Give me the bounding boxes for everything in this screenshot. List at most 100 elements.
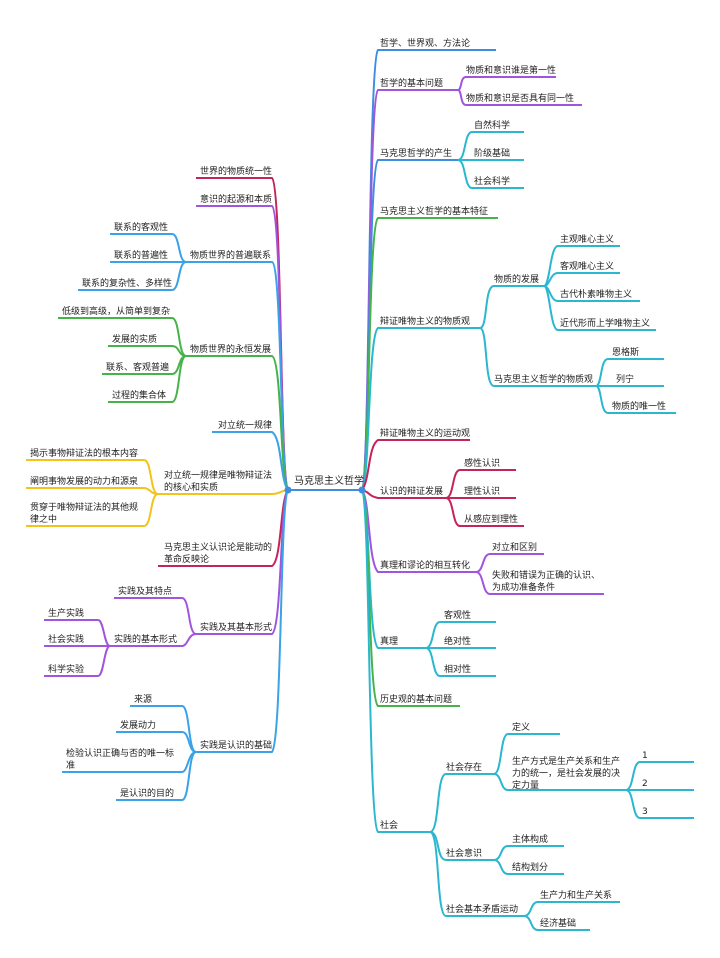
node-n8a[interactable]: 对立和区别 [492, 541, 537, 553]
node-n5a4[interactable]: 近代形而上学唯物主义 [560, 317, 650, 329]
node-n10[interactable]: 历史观的基本问题 [380, 693, 452, 705]
edge-n11c [429, 831, 524, 917]
edge-n11a2z [625, 789, 694, 819]
node-n11b[interactable]: 社会意识 [446, 847, 482, 859]
node-n2a[interactable]: 物质和意识谁是第一性 [466, 64, 556, 76]
node-n9b[interactable]: 绝对性 [444, 635, 471, 647]
node-n2[interactable]: 哲学的基本问题 [380, 77, 443, 89]
node-n9a[interactable]: 客观性 [444, 609, 471, 621]
node-n1[interactable]: 哲学、世界观、方法论 [380, 37, 470, 49]
node-m8b1[interactable]: 生产实践 [48, 607, 84, 619]
edge-n11a [429, 773, 494, 833]
node-n5a1[interactable]: 主观唯心主义 [560, 233, 614, 245]
node-n11a2z[interactable]: 3 [642, 807, 648, 817]
node-m6c-line1[interactable]: 贯穿于唯物辩证法的其他规 [30, 501, 138, 513]
node-n11a2-line3[interactable]: 定力量 [512, 779, 539, 791]
node-n8b-line1[interactable]: 失败和错误为正确的认识、 [492, 569, 600, 581]
node-m9d[interactable]: 是认识的目的 [120, 787, 174, 799]
node-n3b[interactable]: 阶级基础 [474, 147, 510, 159]
node-m8[interactable]: 实践及其基本形式 [200, 621, 272, 633]
node-m4[interactable]: 物质世界的永恒发展 [190, 343, 271, 355]
node-m1[interactable]: 世界的物质统一性 [200, 165, 272, 177]
edge-m8a [114, 597, 197, 635]
node-m4c[interactable]: 联系、客观普遍 [106, 361, 169, 373]
node-n6[interactable]: 辩证唯物主义的运动观 [380, 427, 470, 439]
edge-n11c2 [523, 915, 590, 931]
node-n5[interactable]: 辩证唯物主义的物质观 [380, 315, 470, 327]
node-n4[interactable]: 马克思主义哲学的基本特征 [380, 205, 488, 217]
node-n5a2[interactable]: 客观唯心主义 [560, 260, 614, 272]
node-n11a[interactable]: 社会存在 [446, 761, 482, 773]
edge-n8b [475, 571, 604, 595]
node-n11a2x[interactable]: 1 [642, 751, 648, 761]
node-n5a[interactable]: 物质的发展 [494, 273, 539, 285]
node-n11a2y[interactable]: 2 [642, 779, 648, 789]
node-n7b[interactable]: 理性认识 [464, 485, 500, 497]
node-m6a[interactable]: 揭示事物辩证法的根本内容 [30, 447, 138, 459]
node-n7c[interactable]: 从感应到理性 [464, 513, 518, 525]
node-n11b1[interactable]: 主体构成 [512, 833, 548, 845]
node-m3a[interactable]: 联系的客观性 [114, 221, 168, 233]
node-m9c-line1[interactable]: 检验认识正确与否的唯一标 [66, 747, 174, 759]
node-m3[interactable]: 物质世界的普遍联系 [190, 249, 271, 261]
edge-m5 [212, 431, 289, 491]
node-m4a[interactable]: 低级到高级，从简单到复杂 [62, 305, 170, 317]
edge-n3a [457, 131, 524, 161]
node-n11a2-line1[interactable]: 生产方式是生产关系和生产 [512, 755, 620, 767]
center-left-dot [284, 486, 292, 494]
node-n11c[interactable]: 社会基本矛盾运动 [446, 903, 518, 915]
node-n7a[interactable]: 感性认识 [464, 457, 500, 469]
node-n3a[interactable]: 自然科学 [474, 119, 510, 131]
node-n2b[interactable]: 物质和意识是否具有同一性 [466, 92, 574, 104]
node-m6b[interactable]: 阐明事物发展的动力和源泉 [30, 475, 138, 487]
node-n11a1[interactable]: 定义 [512, 721, 530, 733]
node-n11a2-line2[interactable]: 力的统一，是社会发展的决 [512, 767, 620, 779]
node-n5b3[interactable]: 物质的唯一性 [612, 400, 666, 412]
node-n8[interactable]: 真理和谬论的相互转化 [380, 559, 470, 571]
node-m7-line2[interactable]: 革命反映论 [164, 553, 209, 565]
node-m9b[interactable]: 发展动力 [120, 719, 156, 731]
edge-m6c [26, 493, 159, 527]
edge-n11 [361, 489, 430, 833]
node-m4b[interactable]: 发展的实质 [112, 333, 157, 345]
node-m6-line2[interactable]: 的核心和实质 [164, 481, 218, 493]
node-n3[interactable]: 马克思哲学的产生 [380, 147, 452, 159]
center-node[interactable]: 马克思主义哲学 [284, 474, 366, 494]
node-m8b2[interactable]: 社会实践 [48, 633, 84, 645]
node-m9a[interactable]: 来源 [134, 694, 152, 705]
node-n9c[interactable]: 相对性 [444, 663, 471, 675]
node-m8b3[interactable]: 科学实验 [48, 663, 84, 675]
edge-m9d [116, 751, 197, 801]
node-m6c-line2[interactable]: 律之中 [30, 513, 57, 525]
edge-m8b [110, 633, 197, 647]
node-m3c[interactable]: 联系的复杂性、多样性 [82, 277, 172, 289]
node-n9[interactable]: 真理 [380, 635, 398, 647]
node-n8b-line2[interactable]: 为成功准备条件 [492, 581, 555, 593]
node-m8b[interactable]: 实践的基本形式 [114, 633, 177, 645]
node-m7-line1[interactable]: 马克思主义认识论是能动的 [164, 541, 272, 553]
node-n3c[interactable]: 社会科学 [474, 175, 510, 187]
node-n5b1[interactable]: 恩格斯 [612, 346, 639, 358]
node-m8a[interactable]: 实践及其特点 [118, 585, 172, 597]
node-n11c2[interactable]: 经济基础 [540, 917, 576, 929]
node-n11[interactable]: 社会 [380, 819, 398, 831]
node-n11b2[interactable]: 结构划分 [512, 861, 548, 873]
node-m4d[interactable]: 过程的集合体 [112, 389, 166, 401]
node-n5b2[interactable]: 列宁 [616, 373, 634, 385]
edge-n5a [479, 285, 544, 329]
node-n5a3[interactable]: 古代朴素唯物主义 [560, 288, 632, 300]
node-m9[interactable]: 实践是认识的基础 [200, 739, 272, 751]
edge-n4 [361, 217, 498, 491]
edge-n11b1 [493, 845, 564, 861]
node-m2[interactable]: 意识的起源和本质 [200, 193, 272, 205]
node-m3b[interactable]: 联系的普遍性 [114, 249, 168, 261]
node-m9c-line2[interactable]: 准 [66, 760, 75, 771]
left-branches [26, 177, 289, 801]
node-n5b[interactable]: 马克思主义哲学的物质观 [494, 373, 593, 385]
node-n11c1[interactable]: 生产力和生产关系 [540, 889, 612, 901]
node-n7[interactable]: 认识的辩证发展 [380, 485, 443, 497]
edge-m6b [26, 487, 159, 495]
node-m5[interactable]: 对立统一规律 [218, 419, 272, 431]
node-m6-line1[interactable]: 对立统一规律是唯物辩证法 [164, 469, 272, 481]
right-labels: 哲学、世界观、方法论 哲学的基本问题 物质和意识谁是第一性 物质和意识是否具有同… [380, 37, 666, 929]
